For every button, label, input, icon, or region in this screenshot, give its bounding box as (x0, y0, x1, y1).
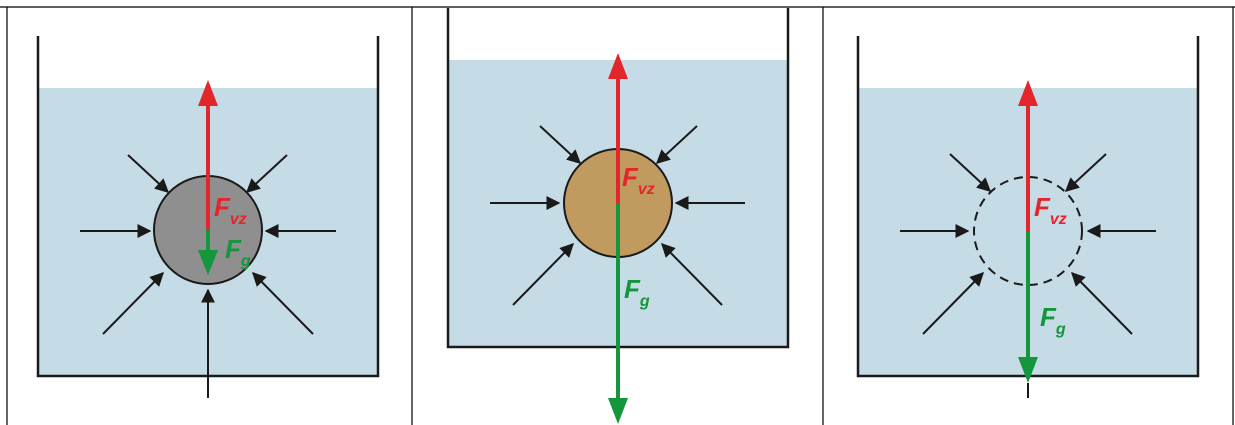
gravity-label-3: Fg (1040, 302, 1066, 338)
gravity-arrowhead-3 (1018, 357, 1038, 383)
gravity-label-1: Fg (225, 234, 251, 270)
ball-3 (973, 176, 1083, 286)
pressure-arrows-1 (80, 154, 336, 398)
pressure-arrows-3 (900, 153, 1156, 335)
panel-2: Fvz Fg (446, 8, 790, 424)
buoyancy-arrowhead-1 (198, 80, 218, 106)
table-frame (0, 6, 1235, 425)
buoyancy-arrowhead-3 (1018, 80, 1038, 106)
panel-3: Fvz Fg (856, 36, 1200, 398)
gravity-arrowhead-2 (608, 398, 628, 424)
buoyancy-label-3: Fvz (1034, 192, 1067, 228)
gravity-label-2: Fg (624, 274, 650, 310)
pressure-arrows-2 (490, 125, 745, 306)
gravity-arrowhead-1 (198, 250, 218, 275)
buoyancy-label-1: Fvz (214, 192, 247, 228)
panel-1: Fvz Fg (36, 36, 380, 398)
buoyancy-arrowhead-2 (608, 53, 628, 79)
buoyancy-label-2: Fvz (622, 162, 655, 198)
